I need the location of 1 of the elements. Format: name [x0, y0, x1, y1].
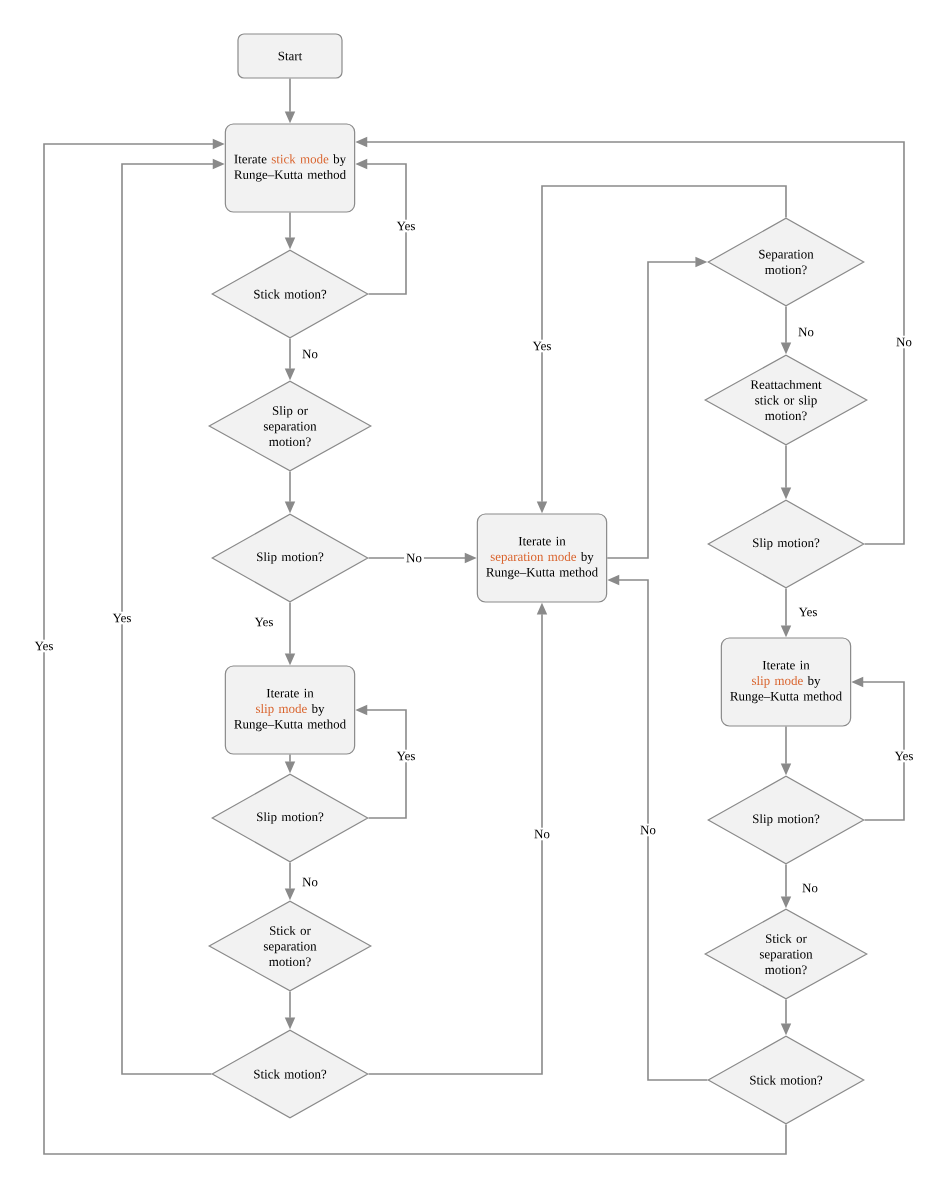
arrow	[43, 138, 787, 1155]
